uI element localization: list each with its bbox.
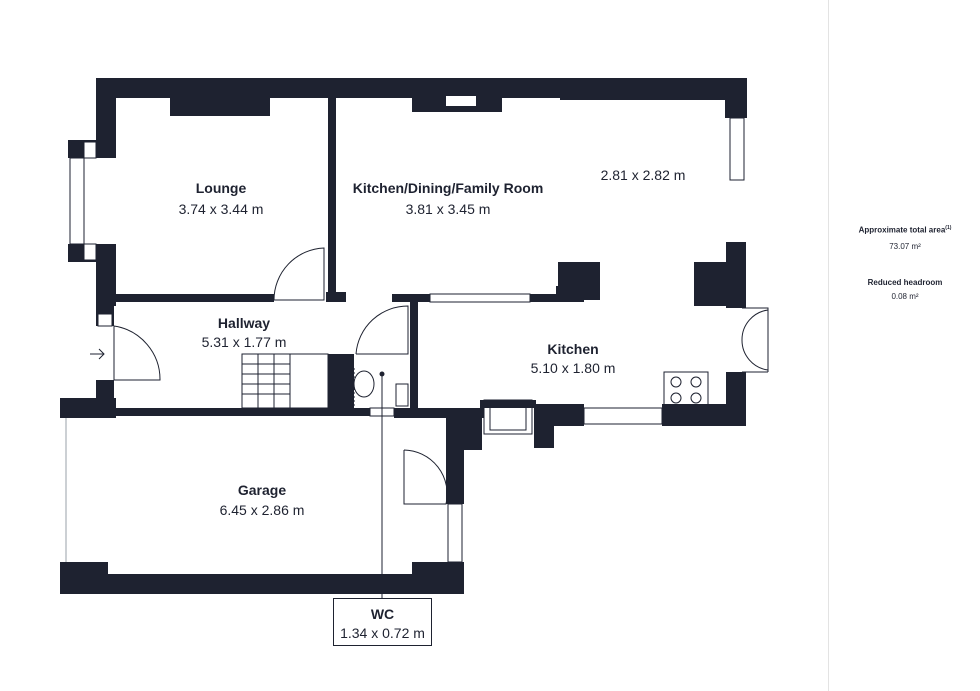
garage-corner-block: [446, 408, 482, 450]
right-top-wall: [725, 78, 747, 118]
kitchen-window: [583, 407, 663, 425]
lounge-kitchen-partition: [328, 96, 336, 300]
extension-window: [729, 117, 745, 181]
wc-fixtures: [335, 365, 409, 409]
dining-bottom-wall-left: [392, 294, 430, 302]
top-wall: [96, 78, 576, 98]
total-area-value: 73.07 m²: [889, 242, 921, 251]
bay-window-side-top: [83, 141, 97, 159]
lounge-dimensions: 3.74 x 3.44 m: [179, 201, 264, 217]
hallway-dimensions: 5.31 x 1.77 m: [202, 334, 287, 350]
right-wall-lower: [726, 372, 746, 426]
kitchen-bottom-wall-c: [662, 404, 746, 426]
top-wall-right: [560, 78, 746, 100]
front-door: [113, 325, 161, 381]
reduced-headroom-label: Reduced headroom: [867, 278, 943, 287]
extension-dimensions: 2.81 x 2.82 m: [601, 167, 686, 183]
total-area-label: Approximate total area(1): [829, 225, 980, 235]
dining-bottom-wall-right: [530, 294, 560, 302]
hall-garage-divider: [60, 408, 370, 416]
garage-access-door: [403, 449, 448, 505]
wc-basin: [395, 383, 409, 407]
kitchen-french-door-swings: [741, 309, 769, 371]
partition-end: [326, 292, 346, 302]
walls: [60, 78, 747, 594]
entrance-arrow-icon: [90, 348, 105, 360]
lounge-door: [273, 247, 325, 301]
right-wall-mid: [726, 242, 746, 308]
kitchen-french-doors: [742, 307, 769, 373]
garage-dimensions: 6.45 x 2.86 m: [220, 502, 305, 518]
hall-garage-divider-right: [394, 408, 484, 418]
lounge-name: Lounge: [196, 180, 247, 196]
kitchen-dimensions: 5.10 x 1.80 m: [531, 360, 616, 376]
area-summary-panel: Approximate total area(1) 73.07 m² Reduc…: [828, 0, 980, 691]
wc-callout: WC 1.34 x 0.72 m: [333, 598, 432, 646]
toilet-icon: [353, 370, 375, 398]
wc-door: [355, 305, 409, 355]
kitchen-name: Kitchen: [547, 341, 598, 357]
stairs: [241, 353, 329, 409]
wc-pointer-dot: [379, 371, 385, 377]
garage-right-corner: [412, 562, 464, 594]
total-area-label-text: Approximate total area: [858, 225, 946, 235]
sink-icon: [483, 399, 533, 435]
wc-kitchen-partition: [410, 302, 418, 410]
lounge-left-wall-lower: [96, 244, 116, 306]
doors: [113, 247, 769, 505]
bay-window: [69, 157, 85, 245]
kitchen-pillar-base: [556, 286, 584, 302]
wc-dimensions: 1.34 x 0.72 m: [340, 625, 425, 641]
hall-window: [97, 313, 113, 327]
dining-window: [429, 293, 531, 303]
kitchen-dining-family-dimensions: 3.81 x 3.45 m: [406, 201, 491, 217]
garage-bottom-wall: [60, 574, 464, 594]
reduced-headroom-value: 0.08 m²: [891, 292, 919, 301]
garage-name: Garage: [238, 482, 286, 498]
wc-shower-tray: [335, 365, 355, 409]
kitchen-bottom-wall-b: [534, 404, 584, 426]
wc-name: WC: [370, 606, 395, 622]
garage-right-wall-upper: [446, 448, 464, 504]
bay-window-side-bottom: [83, 243, 97, 261]
windows: [69, 117, 745, 563]
hallway-name: Hallway: [218, 315, 270, 331]
lounge-bottom-wall: [96, 294, 274, 302]
flue-gap: [446, 96, 476, 106]
hob-icon: [663, 371, 709, 409]
total-area-footnote: (1): [945, 225, 952, 231]
kitchen-dining-family-name: Kitchen/Dining/Family Room: [353, 180, 544, 196]
lounge-chimney: [170, 96, 270, 116]
wc-left-block: [328, 354, 354, 410]
garage-side-window: [447, 503, 463, 563]
lounge-left-wall-upper: [96, 78, 116, 142]
